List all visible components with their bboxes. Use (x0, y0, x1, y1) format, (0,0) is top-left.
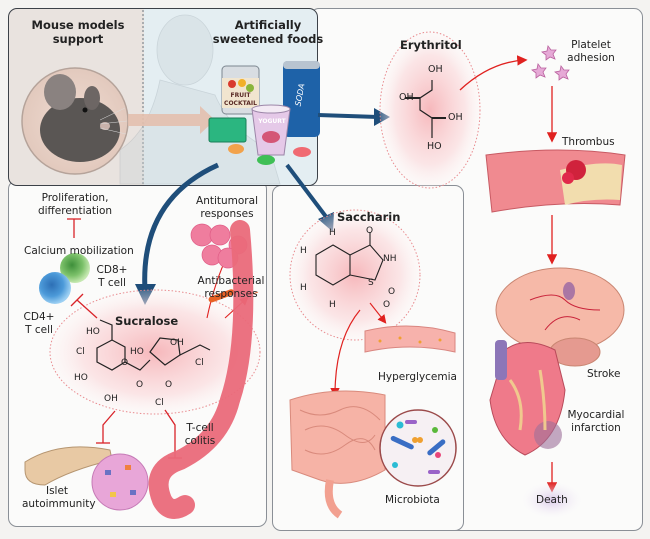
platelet-icons (531, 45, 570, 81)
sucralose-atom: Cl (155, 398, 164, 408)
saccharin-atom: H (300, 246, 307, 256)
pancreas-illustration (24, 446, 149, 511)
saccharin-atom: O (388, 287, 396, 297)
cd8-tcell-icon (60, 253, 90, 283)
saccharin-atom: H (329, 228, 336, 238)
sucralose-atom: Cl (76, 347, 85, 357)
saccharin-title: Saccharin (337, 210, 401, 224)
calcium-mobilization-label: Calcium mobilization (24, 245, 134, 257)
hyperglycemia-label: Hyperglycemia (378, 371, 457, 383)
cd4-tcell-icon (39, 272, 71, 304)
cd4-tcell-label: CD4+T cell (23, 311, 55, 337)
sucralose-atom: HO (86, 327, 100, 337)
erythritol-oh-1: OH (428, 64, 443, 75)
saccharin-to-intestine-arrow (330, 309, 361, 398)
colon-illustration (148, 220, 254, 519)
inhibit-tcell (70, 293, 98, 319)
thrombus-label: Thrombus (562, 136, 615, 148)
sucralose-atom: OH (170, 338, 184, 348)
saccharin-atom: O (383, 300, 391, 310)
saccharin-to-hyperglycemia-arrow (369, 302, 387, 324)
mouse-to-foods-arrow (128, 106, 215, 134)
foods-to-erythritol-arrow (317, 113, 379, 119)
erythritol-to-platelet-arrow (459, 55, 528, 91)
thrombus-vessel-illustration (485, 149, 626, 213)
saccharin-atom: H (300, 283, 307, 293)
saccharin-molecule-bubble (289, 209, 421, 341)
mouse-illustration (21, 67, 129, 175)
erythritol-oh-3: OH (448, 112, 463, 123)
sucralose-atom: HO (74, 373, 88, 383)
saccharin-atom: H (329, 300, 336, 310)
intestine-illustration (289, 390, 386, 519)
erythritol-oh-2: OH (399, 92, 414, 103)
microbiota-illustration (379, 409, 457, 487)
bacterium-icon (208, 289, 235, 303)
sucralose-title: Sucralose (115, 314, 179, 328)
brain-illustration (495, 267, 625, 367)
sucralose-atom: OH (104, 394, 118, 404)
sucralose-atom: O (165, 380, 173, 390)
erythritol-ho: HO (427, 141, 442, 152)
erythritol-molecule-bubble (379, 31, 481, 189)
saccharin-atom: S (368, 278, 374, 288)
death-label: Death (536, 494, 568, 506)
death-glow (522, 482, 582, 518)
sweetened-foods-illustration (208, 61, 320, 165)
saccharin-atom: NH (383, 254, 397, 264)
erythritol-structure (405, 80, 446, 138)
saccharin-structure (315, 232, 384, 286)
inhibit-proliferation (67, 218, 81, 238)
saccharin-atom: O (366, 226, 374, 236)
sucralose-atom: O (121, 358, 129, 368)
stroke-label: Stroke (587, 368, 621, 380)
sucralose-atom: HO (130, 347, 144, 357)
heart-illustration (489, 340, 566, 456)
hyperglycemia-vessel-illustration (364, 325, 456, 353)
microbiota-label: Microbiota (385, 494, 440, 506)
foods-to-saccharin-arrow (285, 163, 332, 224)
proliferation-label: Proliferation,differentiation (37, 192, 113, 218)
sucralose-atom: Cl (195, 358, 204, 368)
sucralose-atom: O (136, 380, 144, 390)
foods-to-sucralose-arrow (142, 162, 220, 291)
inhibit-islet (96, 410, 116, 444)
yogurt-cup-label: YOGURT (258, 118, 286, 125)
erythritol-title: Erythritol (400, 38, 462, 52)
cd8-tcell-label: CD8+T cell (96, 264, 128, 290)
sucralose-structure (96, 319, 211, 371)
